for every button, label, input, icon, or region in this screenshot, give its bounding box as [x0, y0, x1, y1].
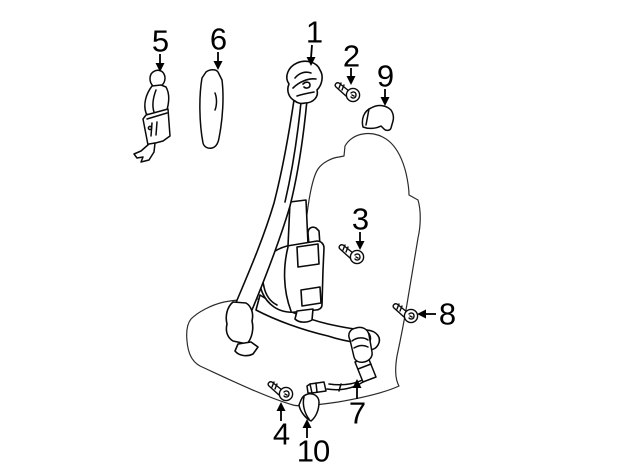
callout-2-arrow: [346, 68, 356, 85]
callout-3-arrow: [355, 232, 365, 250]
bolt-2: [334, 82, 361, 103]
callout-8-arrow: [417, 309, 436, 319]
floor-anchor-cover: [298, 393, 320, 422]
callout-9-label: 9: [376, 58, 394, 94]
callout-1-arrow: [306, 44, 316, 66]
callout-9-arrow: [380, 89, 390, 106]
seat-outline: [186, 132, 421, 407]
sash-anchor-plate: [225, 301, 254, 345]
buckle-head: [348, 326, 373, 363]
bolt-8: [392, 303, 419, 324]
callout-8-label: 8: [438, 296, 456, 332]
callout-6-label: 6: [209, 21, 227, 57]
pillar-trim-cover: [199, 69, 224, 149]
callout-5-label: 5: [151, 23, 169, 59]
buckle-with-cable: [306, 326, 377, 394]
callout-6-arrow: [213, 52, 223, 70]
callout-5-arrow: [155, 54, 165, 72]
callout-7-arrow: [352, 379, 362, 399]
buckle-cable: [326, 381, 364, 391]
callout-2-label: 2: [342, 38, 360, 74]
retractor-reel-edge: [283, 246, 292, 312]
callout-3-label: 3: [351, 201, 369, 237]
retractor-panel-top: [296, 243, 320, 268]
callout-arrows: [155, 44, 436, 438]
callout-10-label: 10: [296, 433, 330, 469]
retractor-panel-bottom: [300, 286, 322, 307]
callout-4-arrow: [276, 402, 286, 421]
height-adjuster: [133, 69, 171, 163]
cover-cap: [361, 104, 395, 132]
callout-10-arrow: [302, 419, 312, 438]
sash-fold-line: [284, 101, 302, 203]
callout-1-label: 1: [305, 14, 323, 50]
belt-vertical-strap: [287, 199, 309, 247]
callout-4-label: 4: [272, 416, 290, 452]
callout-7-label: 7: [348, 395, 366, 431]
cable-connector: [309, 381, 327, 394]
sash-anchor-foot: [234, 341, 259, 357]
retractor-foot: [294, 308, 314, 323]
